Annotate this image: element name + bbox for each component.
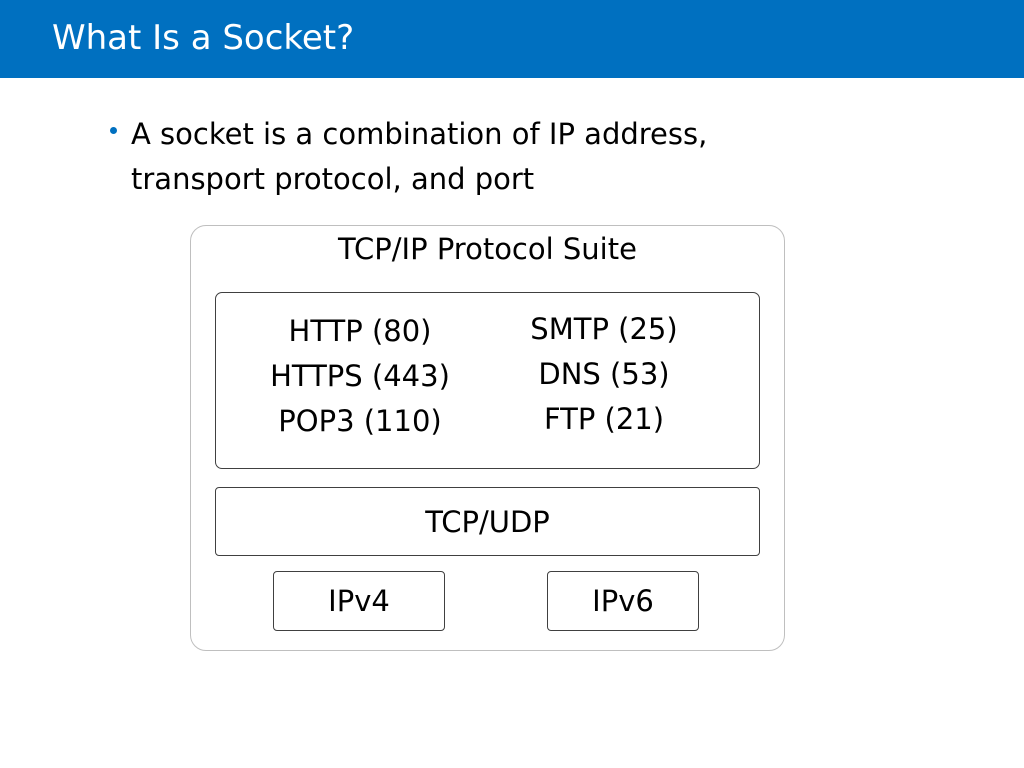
title-bar: What Is a Socket? [0, 0, 1024, 78]
protocol-label: SMTP (25) [530, 312, 678, 346]
protocol-suite-container [190, 225, 785, 651]
protocol-label: HTTP (80) [288, 314, 432, 348]
ipv4-box: IPv4 [273, 571, 445, 631]
protocol-label: FTP (21) [543, 402, 665, 436]
ipv6-label: IPv6 [592, 584, 654, 618]
transport-layer-box: TCP/UDP [215, 487, 760, 556]
application-protocols-right: SMTP (25) DNS (53) FTP (21) [484, 307, 724, 442]
protocol-label: DNS (53) [538, 357, 670, 391]
bullet-text: A socket is a combination of IP address,… [131, 117, 708, 196]
bullet-icon [110, 127, 117, 134]
protocol-label: POP3 (110) [278, 404, 442, 438]
protocol-suite-title: TCP/IP Protocol Suite [338, 232, 637, 266]
protocol-label: HTTPS (443) [270, 359, 450, 393]
ipv4-label: IPv4 [328, 584, 390, 618]
ipv6-box: IPv6 [547, 571, 699, 631]
application-layer-box [215, 292, 760, 469]
slide-title: What Is a Socket? [52, 18, 355, 58]
transport-label: TCP/UDP [425, 504, 550, 539]
application-protocols-left: HTTP (80) HTTPS (443) POP3 (110) [240, 309, 480, 444]
